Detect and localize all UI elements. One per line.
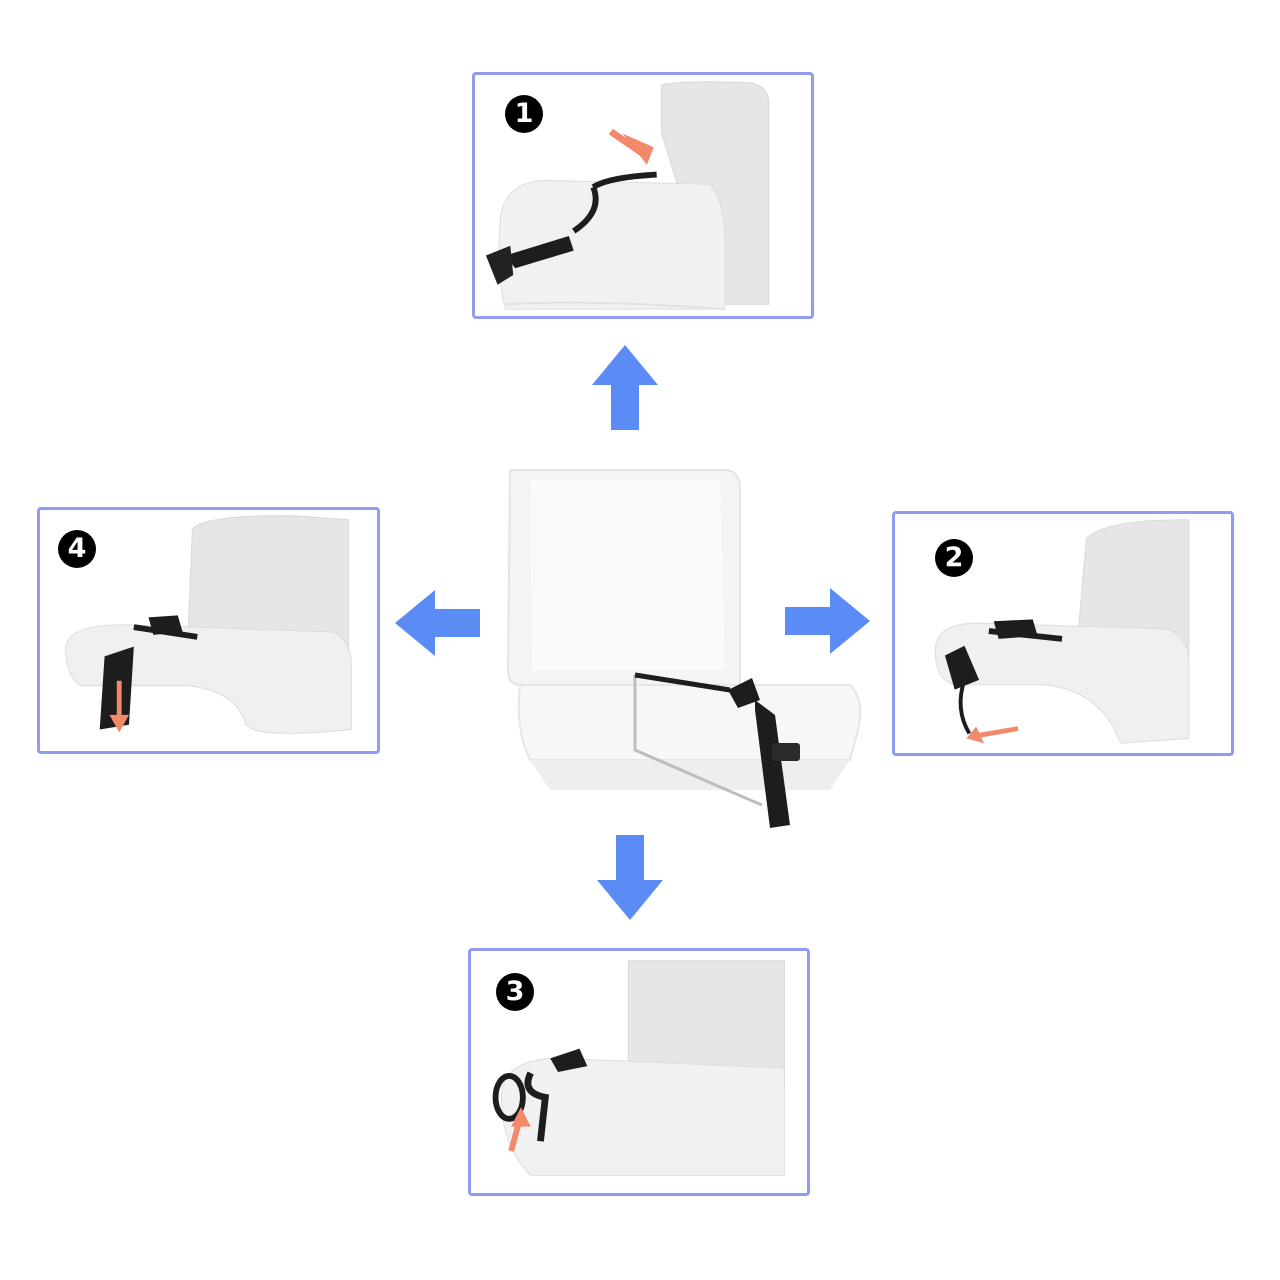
step-badge-1: 1 [505,95,543,133]
arrow-left-icon [395,590,480,656]
step-2-panel: 2 [892,511,1234,756]
step-4-panel: 4 [37,507,380,754]
seat-strap-step-1-icon [485,81,770,311]
center-seat-illustration [500,460,880,840]
seat-strap-step-3-icon [492,960,785,1176]
step-1-panel: 1 [472,72,814,319]
arrow-up-icon [592,345,658,430]
step-badge-3: 3 [496,973,534,1011]
step-3-panel: 3 [468,948,810,1196]
seat-with-strap-icon [506,469,862,828]
step-badge-4: 4 [58,530,96,568]
arrow-down-icon [597,835,663,920]
arrow-right-icon [785,588,870,654]
seat-strap-step-4-icon [65,515,352,734]
seat-strap-step-2-icon [934,519,1190,744]
step-badge-2: 2 [935,539,973,577]
